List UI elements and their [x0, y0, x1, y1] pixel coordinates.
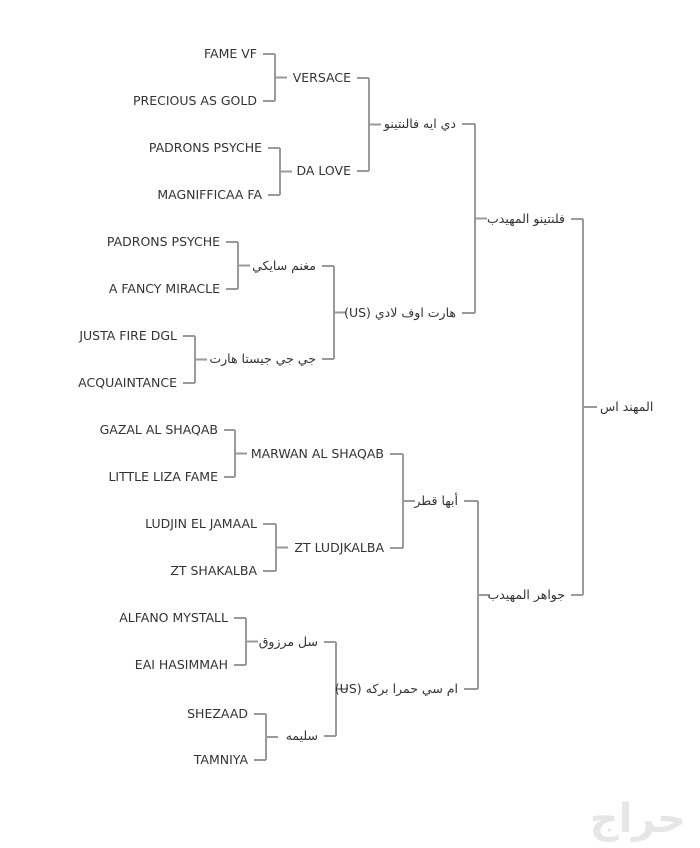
- horse-name: هارت اوف لادي (US): [344, 305, 456, 320]
- horse-name: LUDJIN EL JAMAAL: [145, 516, 257, 531]
- horse-name: TAMNIYA: [193, 752, 248, 767]
- horse-name: سل مرزوق: [258, 634, 318, 649]
- horse-name: FAME VF: [204, 46, 257, 61]
- horse-name: PADRONS PSYCHE: [106, 234, 220, 249]
- horse-name: PADRONS PSYCHE: [148, 140, 262, 155]
- horse-name: LITTLE LIZA FAME: [108, 469, 218, 484]
- horse-name: ام سي حمرا بركه (US): [334, 681, 458, 696]
- horse-name: ALFANO MYSTALL: [119, 610, 228, 625]
- horse-name: A FANCY MIRACLE: [108, 281, 220, 296]
- horse-name: جواهر المهيدب: [487, 587, 566, 602]
- horse-name: MAGNIFFICAA FA: [157, 187, 262, 202]
- horse-name: EAI HASIMMAH: [134, 657, 228, 672]
- root-horse-name: المهند اس: [600, 399, 654, 414]
- horse-name: ZT LUDJKALBA: [294, 540, 384, 555]
- horse-name: SHEZAAD: [187, 706, 248, 721]
- horse-name: PRECIOUS AS GOLD: [132, 93, 257, 108]
- horse-name: سليمه: [285, 728, 318, 743]
- horse-name: GAZAL AL SHAQAB: [99, 422, 218, 437]
- horse-name: مغنم سايكي: [252, 258, 316, 273]
- horse-name: ACQUAINTANCE: [78, 375, 177, 390]
- horse-name: DA LOVE: [296, 163, 351, 178]
- horse-name: أبها قطر: [414, 493, 458, 508]
- horse-name: جي جي جيستا هارت: [209, 351, 316, 366]
- horse-name: VERSACE: [292, 70, 351, 85]
- haraj-watermark: حراج: [589, 796, 686, 842]
- horse-name: MARWAN AL SHAQAB: [250, 446, 384, 461]
- horse-name: JUSTA FIRE DGL: [79, 328, 177, 343]
- horse-name: ZT SHAKALBA: [170, 563, 257, 578]
- horse-name: فلنتينو المهيدب: [486, 211, 565, 226]
- horse-name: دي ايه فالنتينو: [383, 116, 456, 131]
